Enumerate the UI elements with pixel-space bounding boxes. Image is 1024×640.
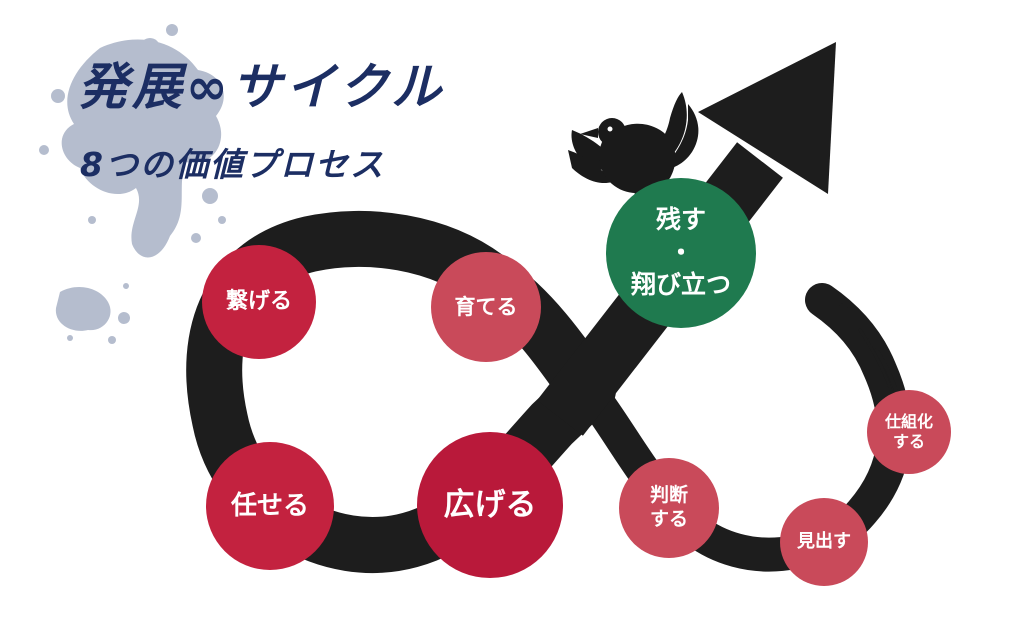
node-label: 判断 する (649, 484, 688, 530)
ink-splash (39, 24, 226, 344)
node-midasu: 見出す (780, 498, 868, 586)
node-nokosu-tobitatsu: 残す ・ 翔び立つ (606, 178, 756, 328)
node-handan-suru: 判断 する (619, 458, 719, 558)
arrow-head-icon (698, 42, 836, 194)
node-label: 見出す (797, 530, 851, 552)
node-sodateru: 育てる (431, 252, 541, 362)
node-makaseru: 任せる (206, 442, 334, 570)
node-tsunageru: 繋げる (202, 245, 316, 359)
node-label: 繋げる (225, 289, 292, 315)
node-label: 広げる (443, 486, 537, 523)
page-subtitle: 8つの価値プロセス (80, 145, 385, 184)
node-label: 残す ・ 翔び立つ (630, 205, 731, 300)
node-label: 仕組化 する (884, 412, 933, 451)
node-hirogeru: 広げる (417, 432, 563, 578)
node-label: 任せる (230, 490, 309, 521)
node-label: 育てる (454, 294, 518, 319)
page-title: 発展∞サイクル (78, 58, 446, 116)
node-shikumika-suru: 仕組化 する (867, 390, 951, 474)
